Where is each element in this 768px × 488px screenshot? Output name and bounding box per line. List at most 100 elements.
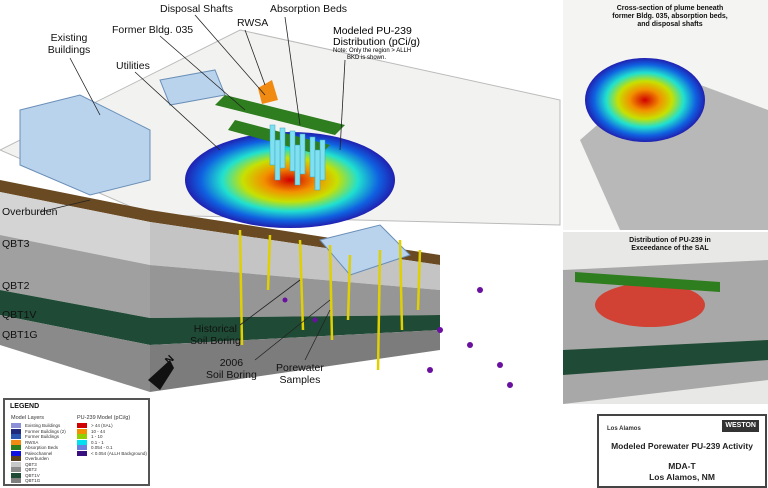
legend-swatch xyxy=(11,472,21,478)
site-location: Los Alamos, NM xyxy=(649,472,715,482)
legend-label: 0.054 - 0.1 xyxy=(91,445,113,450)
inset-plume xyxy=(585,58,705,142)
inset-sal-plume xyxy=(595,283,705,327)
label-modeled-distribution: Modeled PU-239 Distribution (pCi/g) Note… xyxy=(333,26,420,62)
legend-item: QBT1V xyxy=(11,473,66,479)
existing-building xyxy=(319,224,411,276)
legend-label: > 44 (SAL) xyxy=(91,423,113,428)
legend-item: 1 - 10 xyxy=(77,434,147,440)
legend-swatch xyxy=(11,456,21,462)
label-existing-buildings: Existing Buildings xyxy=(47,32,91,56)
legend-swatch xyxy=(77,434,87,440)
legend-item: RWSA xyxy=(11,440,66,446)
legend-item: Former Buildings (2) xyxy=(11,429,66,435)
modeled-note-2: BKD is shown. xyxy=(347,55,387,61)
label-overburden: Overburden xyxy=(2,206,58,218)
pu239-plume xyxy=(185,132,395,228)
qbt3-right xyxy=(150,222,440,290)
legend-item: QBT3 xyxy=(11,462,66,468)
legend-item: > 44 (SAL) xyxy=(77,423,147,429)
legend-label: 1 - 10 xyxy=(91,434,103,439)
legend-swatch xyxy=(11,467,21,473)
label-disposal-shafts: Disposal Shafts xyxy=(160,3,233,15)
legend-title: LEGEND xyxy=(10,403,40,410)
legend-item: 10 - 44 xyxy=(77,429,147,435)
weston-logo: WESTON xyxy=(722,420,759,432)
disposal-shafts xyxy=(269,124,326,191)
label-rwsa: RWSA xyxy=(237,17,269,29)
legend-item: 0.054 - 0.1 xyxy=(77,445,147,451)
legend-label: RWSA xyxy=(25,439,39,445)
label-qbt1v: QBT1V xyxy=(2,309,37,321)
title-block: Los Alamos WESTON Modeled Porewater PU-2… xyxy=(597,414,767,488)
qbt1g-left xyxy=(0,315,150,392)
legend-label: Existing Buildings xyxy=(25,423,61,428)
legend-label: Absorption Beds xyxy=(25,445,59,450)
modeled-title-2: Distribution (pCi/g) xyxy=(333,36,420,48)
legend-label: QBT1V xyxy=(25,472,40,478)
label-absorption-beds: Absorption Beds xyxy=(270,3,348,15)
legend-swatch xyxy=(11,478,21,484)
qbt1v-left xyxy=(0,290,150,345)
legend-label: Overburden xyxy=(25,456,49,461)
inset-absorption-bed xyxy=(575,272,720,292)
los-alamos-logo: Los Alamos xyxy=(607,426,641,432)
legend-swatch xyxy=(11,445,21,451)
legend-label: QBT1G xyxy=(25,478,41,483)
legend-swatch xyxy=(11,439,21,445)
overburden-left xyxy=(0,180,150,222)
legend-swatch xyxy=(11,434,21,440)
qbt3-left xyxy=(0,192,150,265)
legend-item: 0.1 - 1 xyxy=(77,440,147,446)
qbt2-left xyxy=(0,235,150,318)
legend-item: Overburden xyxy=(11,456,66,462)
site-name: MDA-T xyxy=(668,461,696,471)
modeled-title: Modeled PU-239 xyxy=(333,25,412,37)
label-former-bldg: Former Bldg. 035 xyxy=(112,24,194,36)
callout-lines xyxy=(39,14,346,361)
legend-item: < 0.054 (ALLH Background) xyxy=(77,451,147,457)
legend-item: Existing Buildings xyxy=(11,423,66,429)
legend-label: 0.1 - 1 xyxy=(91,439,104,445)
legend-item: Former Buildings xyxy=(11,434,66,440)
legend-swatch xyxy=(77,428,87,434)
qbt1g-right xyxy=(150,330,440,392)
legend-layers-header: Model Layers xyxy=(11,415,45,421)
porewater-samples xyxy=(282,287,513,388)
legend-label: 10 - 44 xyxy=(91,428,106,434)
label-qbt1g: QBT1G xyxy=(2,329,38,341)
label-qbt3: QBT3 xyxy=(2,238,30,250)
legend-model-header: PU-239 Model (pCi/g) xyxy=(77,415,131,421)
absorption-bed xyxy=(215,95,345,135)
qbt1v-right xyxy=(150,315,440,345)
label-utilities: Utilities xyxy=(116,60,150,72)
legend-swatch xyxy=(77,445,87,451)
legend-swatch xyxy=(77,450,87,456)
qbt2-right xyxy=(150,265,440,318)
legend-swatch xyxy=(77,423,87,429)
title: Modeled Porewater PU-239 Activity xyxy=(611,441,753,451)
legend-label: Paleochannel xyxy=(25,450,53,456)
legend-swatch xyxy=(77,439,87,445)
legend-swatch xyxy=(11,450,21,456)
inset-green-layer xyxy=(563,340,768,375)
legend-swatch xyxy=(11,423,21,429)
legend-label: < 0.054 (ALLH Background) xyxy=(91,450,147,456)
legend-item: QBT1G xyxy=(11,478,66,484)
modeled-note: Note: Only the region > ALLH xyxy=(333,48,412,54)
existing-building xyxy=(19,94,151,196)
legend-item: Paleochannel xyxy=(11,451,66,457)
legend-item: QBT2 xyxy=(11,467,66,473)
legend-swatch xyxy=(11,461,21,467)
legend-label: QBT2 xyxy=(25,467,37,472)
rwsa xyxy=(258,80,278,104)
